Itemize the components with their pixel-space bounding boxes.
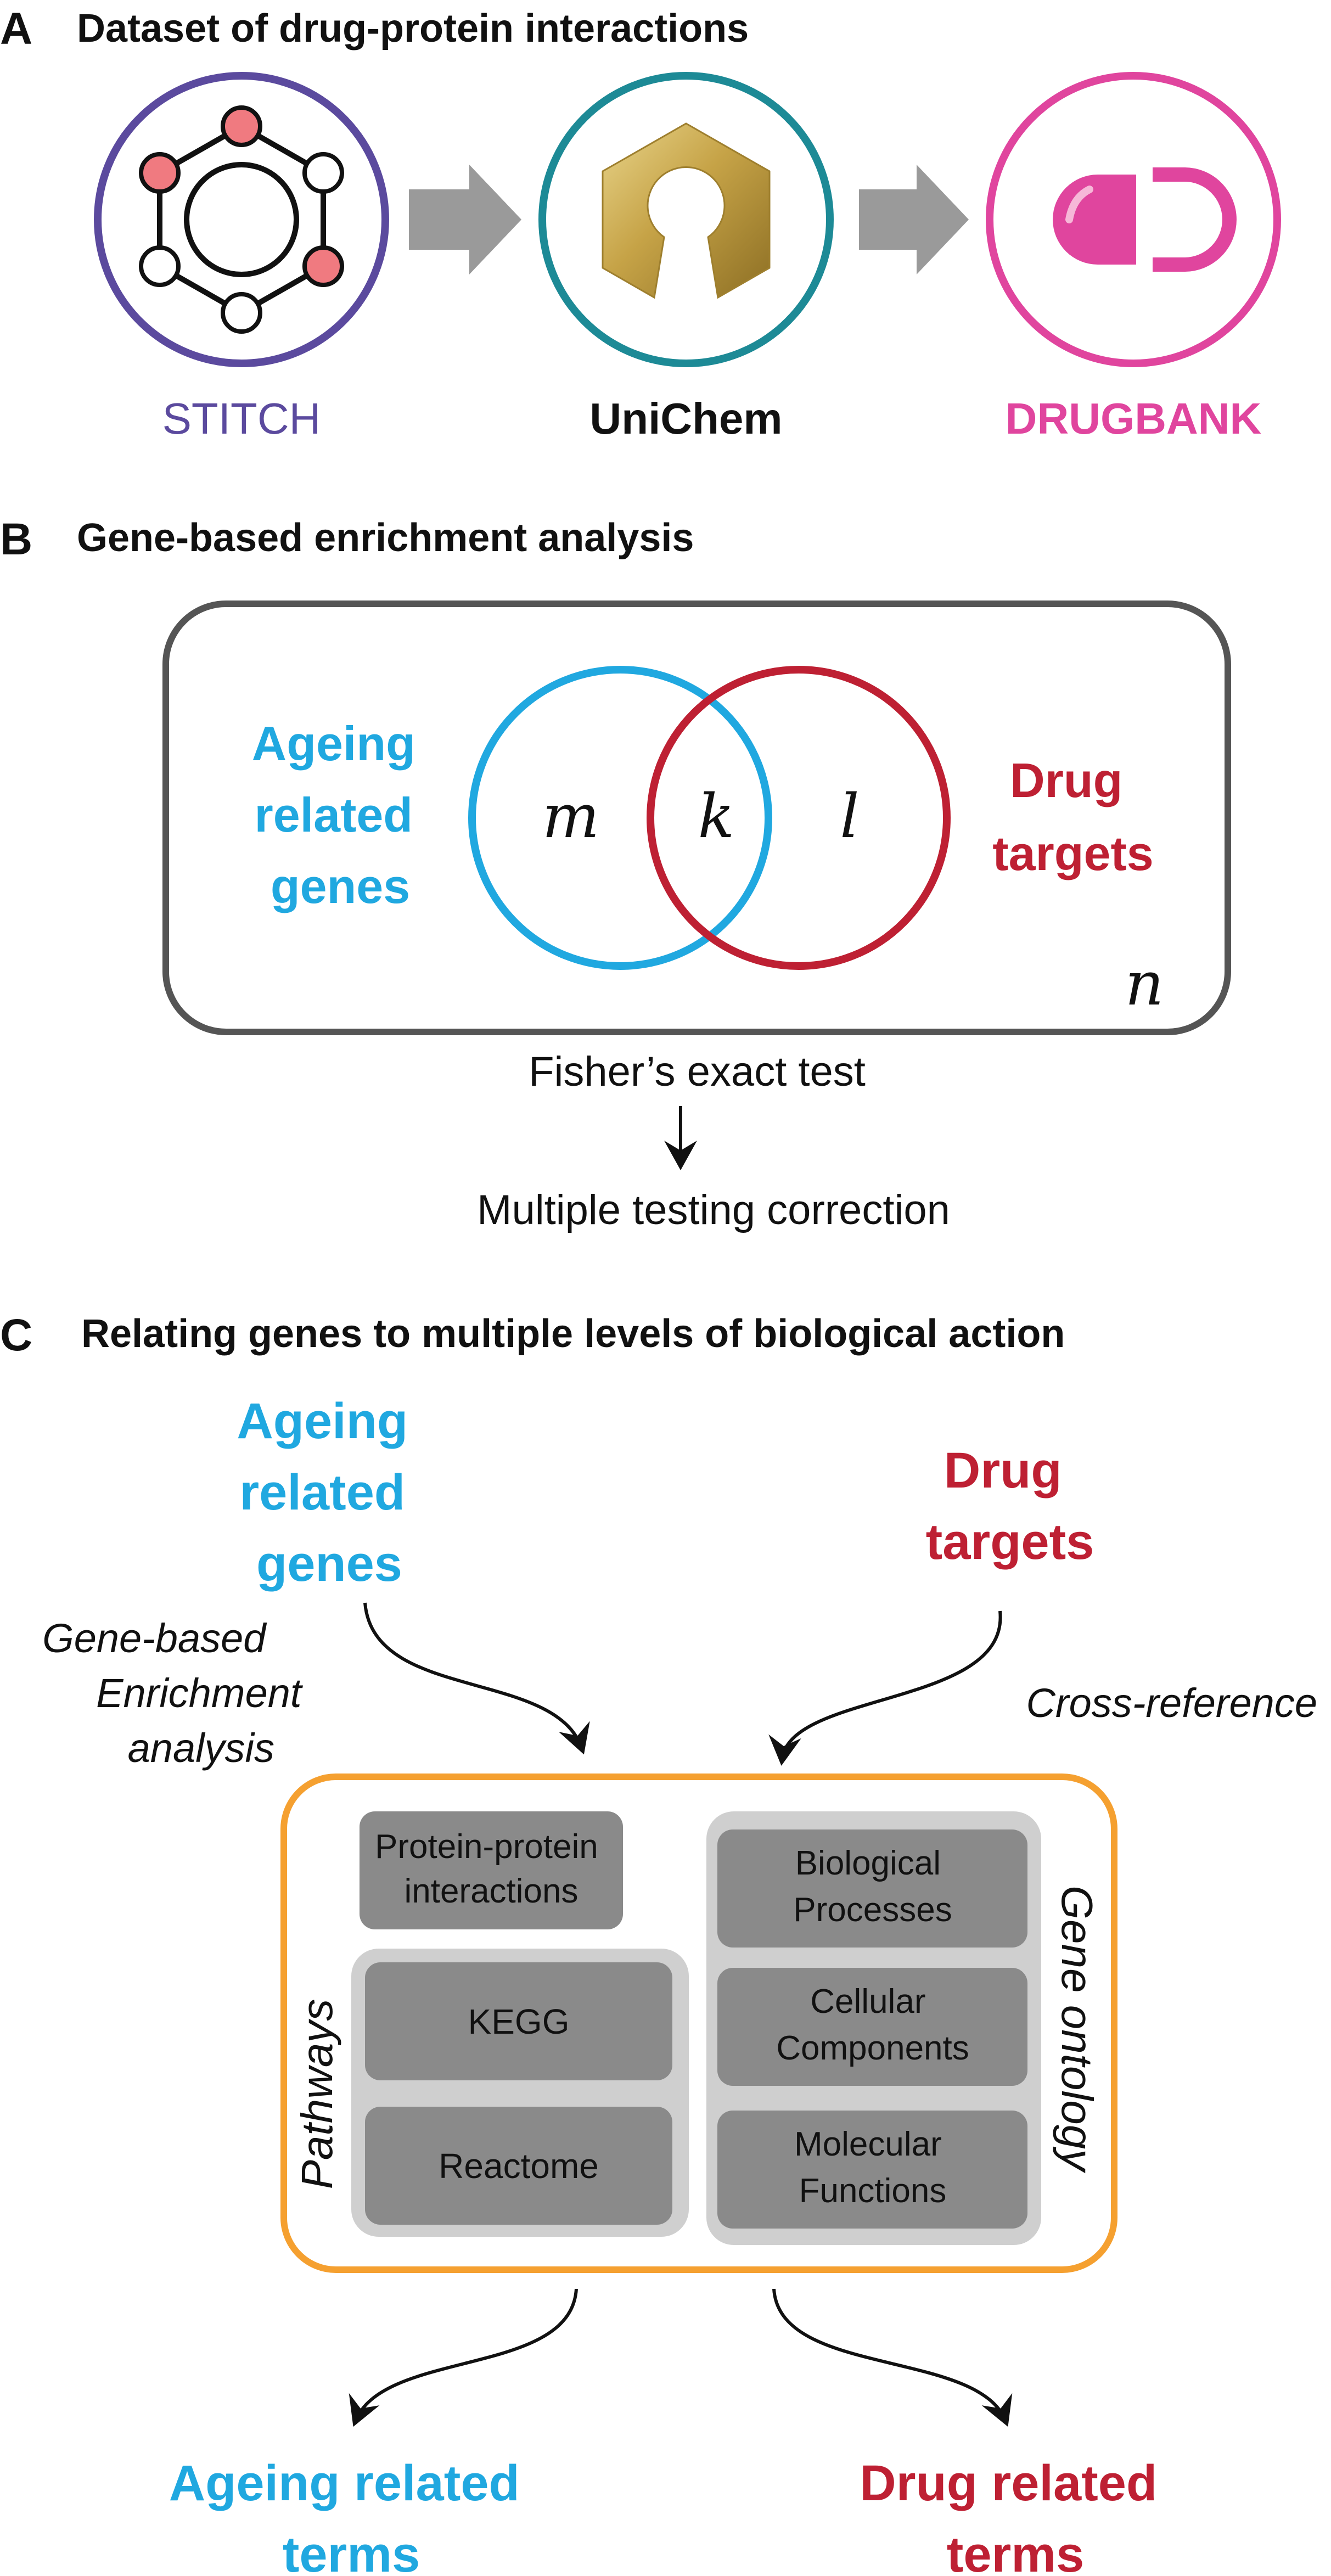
cellular-components-label: Cellular Components — [776, 1983, 969, 2067]
ageing-related-genes-heading: Ageing related genes — [237, 1393, 422, 1592]
molecular-functions-label: Molecular Functions — [794, 2125, 951, 2210]
biological-processes-label: Biological Processes — [793, 1844, 952, 1929]
protein-protein-interactions-box — [360, 1811, 623, 1929]
panel-c: C Relating genes to multiple levels of b… — [0, 1310, 1317, 2576]
panel-b-letter: B — [0, 514, 32, 564]
panel-a-letter: A — [0, 4, 32, 54]
universe-box — [162, 600, 1231, 1035]
pill-capsule-icon — [986, 72, 1281, 367]
drug-targets-label: Drug targets — [992, 753, 1153, 880]
reactome-box — [365, 2107, 672, 2225]
panel-c-title: Relating genes to multiple levels of bio… — [81, 1312, 1065, 1356]
panel-a: A Dataset of drug-protein interactions S… — [0, 4, 1281, 443]
gene-based-enrichment-label: Gene-based Enrichment analysis — [42, 1615, 313, 1771]
kegg-label: KEGG — [468, 2002, 570, 2041]
cross-reference-label: Cross-reference — [1026, 1680, 1317, 1726]
set-k-label: k — [698, 781, 735, 851]
ageing-related-genes-label: Ageing related genes — [252, 716, 429, 913]
curved-arrow-icon — [768, 1610, 1002, 1766]
gray-arrow-icon — [859, 165, 969, 274]
ageing-related-terms-label: Ageing related terms — [169, 2455, 534, 2576]
curved-arrow-icon — [363, 1602, 590, 1755]
multiple-testing-label: Multiple testing correction — [477, 1187, 950, 1233]
gray-arrow-icon — [409, 165, 521, 274]
panel-c-letter: C — [0, 1310, 32, 1360]
panel-b-title: Gene-based enrichment analysis — [77, 516, 694, 560]
drugbank-label: DRUGBANK — [1006, 394, 1262, 443]
biological-action-box — [280, 1774, 1117, 2273]
pathways-label: Pathways — [293, 1999, 341, 2190]
molecular-functions-box — [717, 2111, 1027, 2229]
kegg-box — [365, 1962, 672, 2080]
biological-processes-box — [717, 1829, 1027, 1948]
ageing-genes-circle — [468, 666, 772, 970]
set-m-label: m — [542, 781, 599, 851]
drug-targets-heading: Drug targets — [926, 1443, 1094, 1570]
hexagon-molecule-icon — [94, 72, 389, 367]
curved-arrow-icon — [349, 2288, 578, 2427]
cellular-components-box — [717, 1968, 1027, 2086]
drug-targets-circle — [647, 666, 951, 970]
curved-arrow-icon — [772, 2288, 1013, 2427]
reactome-label: Reactome — [439, 2146, 599, 2186]
set-n-label: n — [1125, 949, 1164, 1019]
gene-ontology-label: Gene ontology — [1053, 1885, 1102, 2174]
drug-related-terms-label: Drug related terms — [860, 2455, 1171, 2576]
stitch-label: STITCH — [162, 394, 321, 443]
set-l-label: l — [840, 781, 859, 851]
panel-a-title: Dataset of drug-protein interactions — [77, 7, 749, 50]
gold-hexagon-keyhole-icon — [538, 72, 834, 367]
unichem-label: UniChem — [589, 394, 782, 443]
fisher-test-label: Fisher’s exact test — [529, 1048, 866, 1095]
panel-b: B Gene-based enrichment analysis Ageing … — [0, 514, 1231, 1233]
ppi-label: Protein-protein interactions — [375, 1828, 608, 1910]
